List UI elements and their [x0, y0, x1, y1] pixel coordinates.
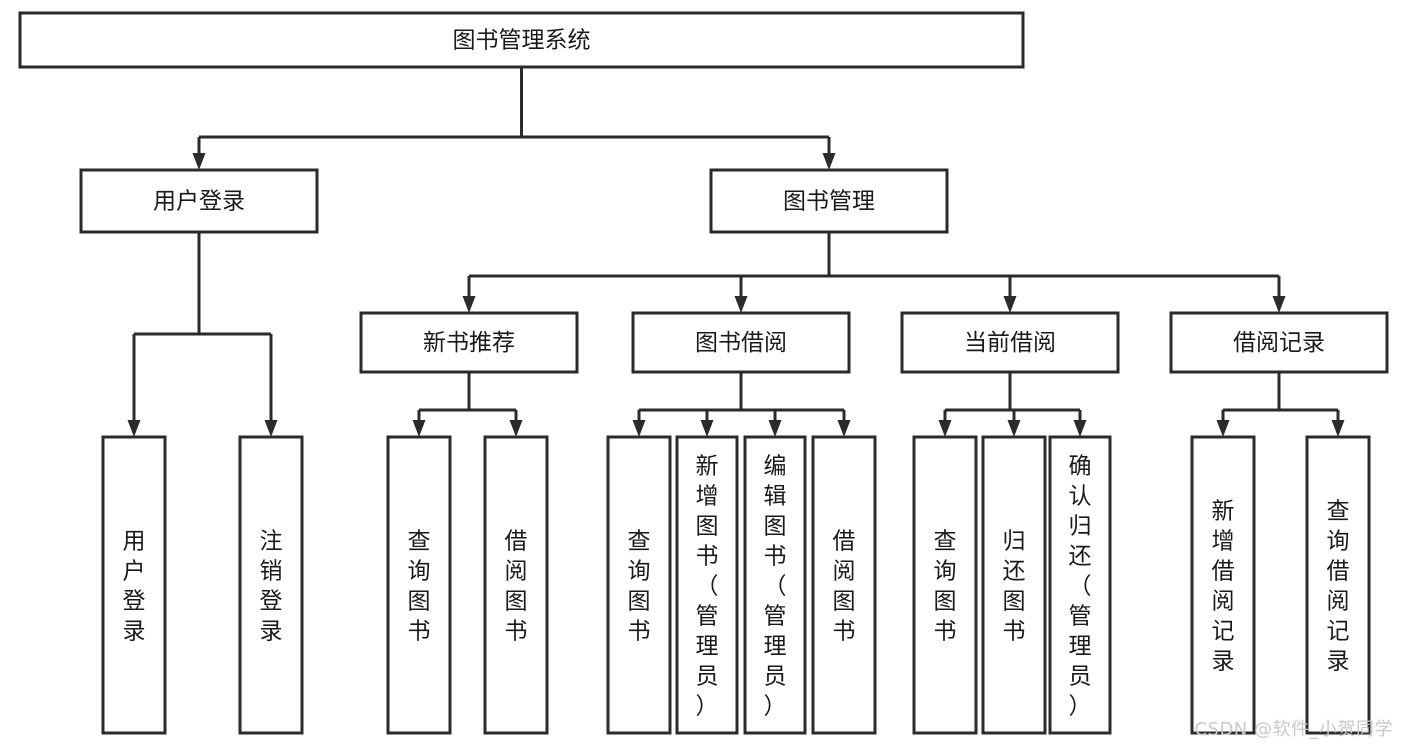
node-label: 借阅图书: [505, 528, 528, 644]
node-label: 归还图书: [1003, 528, 1026, 644]
node-label: 查询图书: [628, 528, 651, 644]
edge-借阅记录-to-查询借阅记录: [1331, 410, 1345, 437]
edge-root-to-用户登录: [192, 137, 206, 170]
node-leaf-4-查询图书[interactable]: 查询图书: [606, 435, 672, 735]
node-label: 借阅记录: [1233, 330, 1325, 356]
node-label: 新增图书（管理员）: [696, 453, 719, 719]
edge-books-to-图书借阅: [734, 276, 748, 313]
node-leaf-10-确认归还（管理员）[interactable]: 确认归还（管理员）: [1048, 435, 1112, 735]
node-label: 用户登录: [123, 528, 146, 644]
node-label: 图书管理系统: [453, 28, 591, 54]
edge-图书借阅-to-编辑图书（管理员）: [768, 410, 782, 437]
node-leaf-2-查询图书[interactable]: 查询图书: [386, 435, 452, 735]
node-label: 查询图书: [408, 528, 431, 644]
edge-login-to-注销登录: [264, 334, 278, 437]
node-l3-当前借阅[interactable]: 当前借阅: [900, 311, 1120, 374]
node-label: 查询借阅记录: [1327, 498, 1350, 674]
edge-login-to-用户登录: [127, 334, 141, 437]
node-leaf-3-借阅图书[interactable]: 借阅图书: [483, 435, 549, 735]
node-leaf-12-查询借阅记录[interactable]: 查询借阅记录: [1305, 435, 1371, 735]
node-label: 用户登录: [153, 189, 245, 215]
node-label: 查询图书: [934, 528, 957, 644]
node-l3-借阅记录[interactable]: 借阅记录: [1169, 311, 1389, 374]
edge-当前借阅-to-归还图书: [1007, 410, 1021, 437]
connector-layer: [127, 67, 1345, 437]
node-label: 编辑图书（管理员）: [764, 453, 787, 719]
node-label: 注销登录: [260, 528, 283, 644]
node-label: 图书借阅: [695, 330, 787, 356]
node-leaf-8-查询图书[interactable]: 查询图书: [912, 435, 978, 735]
node-label: 借阅图书: [833, 528, 856, 644]
node-label: 图书管理: [783, 189, 875, 215]
edge-books-to-当前借阅: [1003, 276, 1017, 313]
node-leaf-11-新增借阅记录[interactable]: 新增借阅记录: [1190, 435, 1256, 735]
edge-当前借阅-to-查询图书: [938, 410, 952, 437]
edge-借阅记录-to-新增借阅记录: [1216, 410, 1230, 437]
node-leaf-7-借阅图书[interactable]: 借阅图书: [811, 435, 877, 735]
edge-新书推荐-to-查询图书: [412, 410, 426, 437]
edge-当前借阅-to-确认归还（管理员）: [1073, 410, 1087, 437]
csdn-watermark: CSDN @软件_小贺同学: [1194, 719, 1393, 740]
node-l3-新书推荐[interactable]: 新书推荐: [359, 311, 579, 374]
node-leaf-5-新增图书（管理员）[interactable]: 新增图书（管理员）: [675, 435, 739, 735]
node-label: 新书推荐: [423, 330, 515, 356]
node-leaf-1-注销登录[interactable]: 注销登录: [238, 435, 304, 735]
node-l2-用户登录[interactable]: 用户登录: [79, 168, 319, 234]
edge-root-to-图书管理: [822, 137, 836, 170]
node-root-图书管理系统[interactable]: 图书管理系统: [18, 11, 1025, 69]
node-leaf-9-归还图书[interactable]: 归还图书: [981, 435, 1047, 735]
node-l2-图书管理[interactable]: 图书管理: [709, 168, 949, 234]
node-label: 当前借阅: [964, 330, 1056, 356]
node-label: 确认归还（管理员）: [1069, 453, 1092, 719]
edge-图书借阅-to-借阅图书: [837, 410, 851, 437]
edge-新书推荐-to-借阅图书: [509, 410, 523, 437]
node-l3-图书借阅[interactable]: 图书借阅: [631, 311, 851, 374]
node-layer: 图书管理系统用户登录图书管理新书推荐图书借阅当前借阅借阅记录用户登录注销登录查询…: [18, 11, 1389, 735]
edge-books-to-借阅记录: [1272, 276, 1286, 313]
edge-图书借阅-to-新增图书（管理员）: [700, 410, 714, 437]
edge-图书借阅-to-查询图书: [632, 410, 646, 437]
edge-books-to-新书推荐: [462, 276, 476, 313]
node-leaf-0-用户登录[interactable]: 用户登录: [101, 435, 167, 735]
node-leaf-6-编辑图书（管理员）[interactable]: 编辑图书（管理员）: [743, 435, 807, 735]
node-label: 新增借阅记录: [1212, 498, 1235, 674]
